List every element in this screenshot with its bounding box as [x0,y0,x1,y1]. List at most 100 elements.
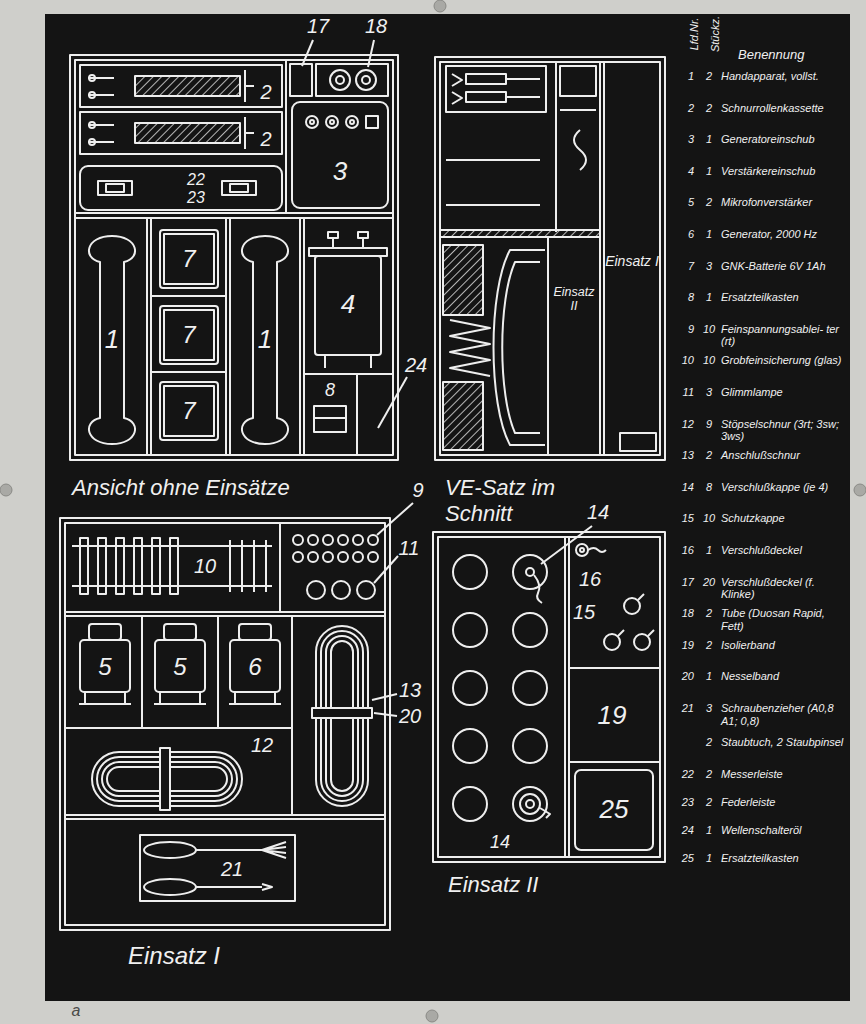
table-cell-number: 2 [672,102,694,115]
table-cell-name: Federleiste [721,796,845,809]
table-cell-name: Anschlußschnur [721,449,845,462]
callout-number: 11 [399,537,420,560]
callout-number: 5 [98,653,111,681]
table-cell-number: 5 [672,196,694,209]
callout-number: 7 [182,321,195,349]
callout-number: 6 [248,653,261,681]
table-cell-number: 12 [672,418,694,431]
callout-number: 25 [600,795,629,825]
table-cell-count: 2 [699,607,719,620]
table-cell-name: Schnurrollenkassette [721,102,845,115]
callout-number: 7 [182,245,195,273]
table-cell-number: 21 [672,702,694,715]
table-cell-name: Isolierband [721,639,845,652]
panel-caption: VE-Satz im Schnitt [445,475,585,527]
table-cell-number: 15 [672,512,694,525]
insert-label: Einsatz I [605,254,659,269]
table-cell-name: GNK-Batterie 6V 1Ah [721,260,845,273]
table-cell-count: 2 [699,796,719,809]
table-header: Stückz. [709,16,722,52]
plate-letter: a [72,1002,81,1020]
table-cell-count: 1 [699,291,719,304]
table-cell-name: Messerleiste [721,768,845,781]
callout-number: 3 [333,157,347,187]
callout-number: 21 [221,858,243,881]
table-cell-count: 10 [699,512,719,525]
table-cell-name: Verschlußkappe (je 4) [721,481,845,494]
table-cell-name: Wellenschalteröl [721,824,845,837]
table-cell-count: 2 [699,70,719,83]
table-cell-name: Generator, 2000 Hz [721,228,845,241]
table-cell-number: 8 [672,291,694,304]
table-cell-number: 9 [672,323,694,336]
table-cell-count: 1 [699,228,719,241]
table-cell-number: 22 [672,768,694,781]
table-cell-count: 10 [699,323,719,336]
table-cell-count: 1 [699,133,719,146]
callout-number: 24 [405,354,427,377]
callout-number: 14 [490,832,510,853]
panel-caption: Einsatz II [448,872,538,898]
callout-number: 23 [187,189,205,207]
table-cell-count: 10 [699,354,719,367]
table-cell-name: Stöpselschnur (3rt; 3sw; 3ws) [721,418,845,443]
callout-number: 19 [598,701,627,731]
table-cell-number: 3 [672,133,694,146]
callout-number: 9 [412,479,423,502]
table-cell-number: 14 [672,481,694,494]
table-cell-number: 7 [672,260,694,273]
table-cell-count: 1 [699,852,719,865]
callout-number: 1 [105,325,119,355]
callout-number: 7 [182,397,195,425]
table-cell-name: Handapparat, vollst. [721,70,845,83]
callout-number: 22 [187,171,205,189]
table-cell-count: 2 [699,736,719,749]
table-cell-count: 1 [699,824,719,837]
callout-number: 4 [341,290,355,320]
table-cell-name: Ersatzteilkasten [721,291,845,304]
callout-number: 17 [307,15,329,38]
callout-number: 13 [399,679,421,702]
table-cell-number: 17 [672,576,694,589]
table-cell-name: Generatoreinschub [721,133,845,146]
callout-number: 10 [194,555,216,578]
panel-view: Ansicht ohne Einsätze [70,55,398,460]
panel-insert-two: Einsatz II [433,532,665,862]
panel-caption: Einsatz I [128,942,220,970]
callout-number: 5 [173,653,186,681]
table-cell-number: 11 [672,386,694,399]
table-cell-count: 20 [699,576,719,589]
table-cell-number: 18 [672,607,694,620]
table-cell-count: 2 [699,102,719,115]
table-cell-name: Glimmlampe [721,386,845,399]
insert-label: Einsatz II [551,286,597,314]
callout-number: 12 [251,734,273,757]
table-cell-number: 6 [672,228,694,241]
table-cell-count: 3 [699,386,719,399]
callout-number: 14 [587,501,609,524]
table-cell-count: 2 [699,768,719,781]
table-cell-count: 2 [699,639,719,652]
table-cell-name: Schutzkappe [721,512,845,525]
table-cell-count: 2 [699,196,719,209]
table-cell-name: Feinspannungsablei- ter (rt) [721,323,845,348]
table-cell-number: 10 [672,354,694,367]
table-cell-number: 4 [672,165,694,178]
table-cell-count: 8 [699,481,719,494]
table-cell-name: Verschlußdeckel [721,544,845,557]
table-cell-number: 23 [672,796,694,809]
table-cell-number: 13 [672,449,694,462]
table-cell-number: 20 [672,670,694,683]
table-cell-number: 25 [672,852,694,865]
callout-number: 2 [260,81,271,104]
table-cell-count: 3 [699,702,719,715]
table-cell-name: Schraubenzieher (A0,8 A1; 0,8) [721,702,845,727]
table-cell-name: Mikrofonverstärker [721,196,845,209]
table-cell-count: 2 [699,449,719,462]
table-cell-count: 3 [699,260,719,273]
table-cell-name: Tube (Duosan Rapid, Fett) [721,607,845,632]
table-cell-name: Grobfeinsicherung (glas) [721,354,845,367]
table-cell-count: 1 [699,165,719,178]
callout-number: 2 [260,128,271,151]
